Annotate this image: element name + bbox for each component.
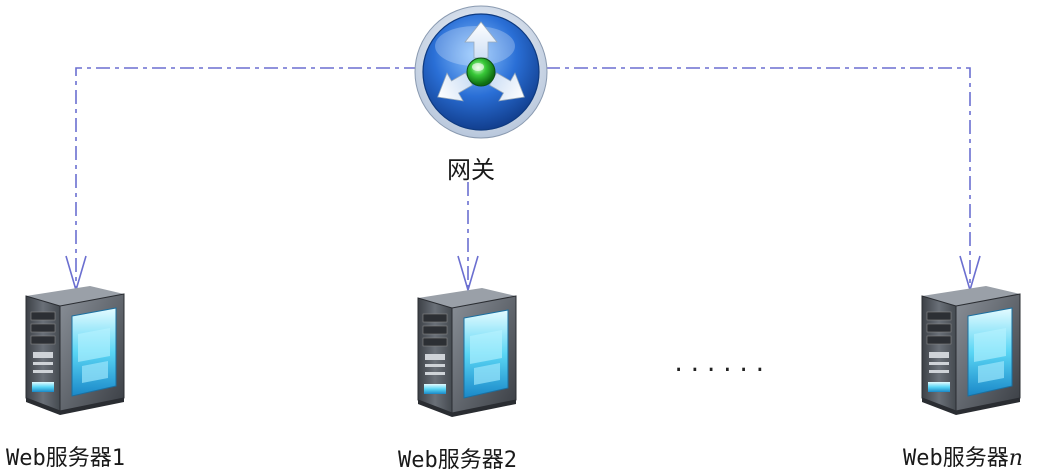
server-n-icon bbox=[921, 285, 1021, 416]
server-1-label: Web服务器1 bbox=[6, 446, 125, 471]
server-n-label: Web服务器n bbox=[903, 446, 1023, 471]
server-2-label: Web服务器2 bbox=[398, 448, 517, 473]
gateway-router-icon bbox=[414, 5, 548, 139]
connector-arrowheads bbox=[65, 255, 981, 293]
server-1-icon bbox=[25, 285, 125, 416]
server-2-icon bbox=[417, 287, 517, 418]
ellipsis: ...... bbox=[672, 352, 770, 377]
arrowhead-server2 bbox=[457, 255, 479, 293]
connector-gateway-server1 bbox=[75, 67, 418, 288]
connector-lines bbox=[75, 67, 971, 288]
gateway-label: 网关 bbox=[447, 156, 495, 184]
connector-gateway-server-n bbox=[546, 67, 971, 288]
